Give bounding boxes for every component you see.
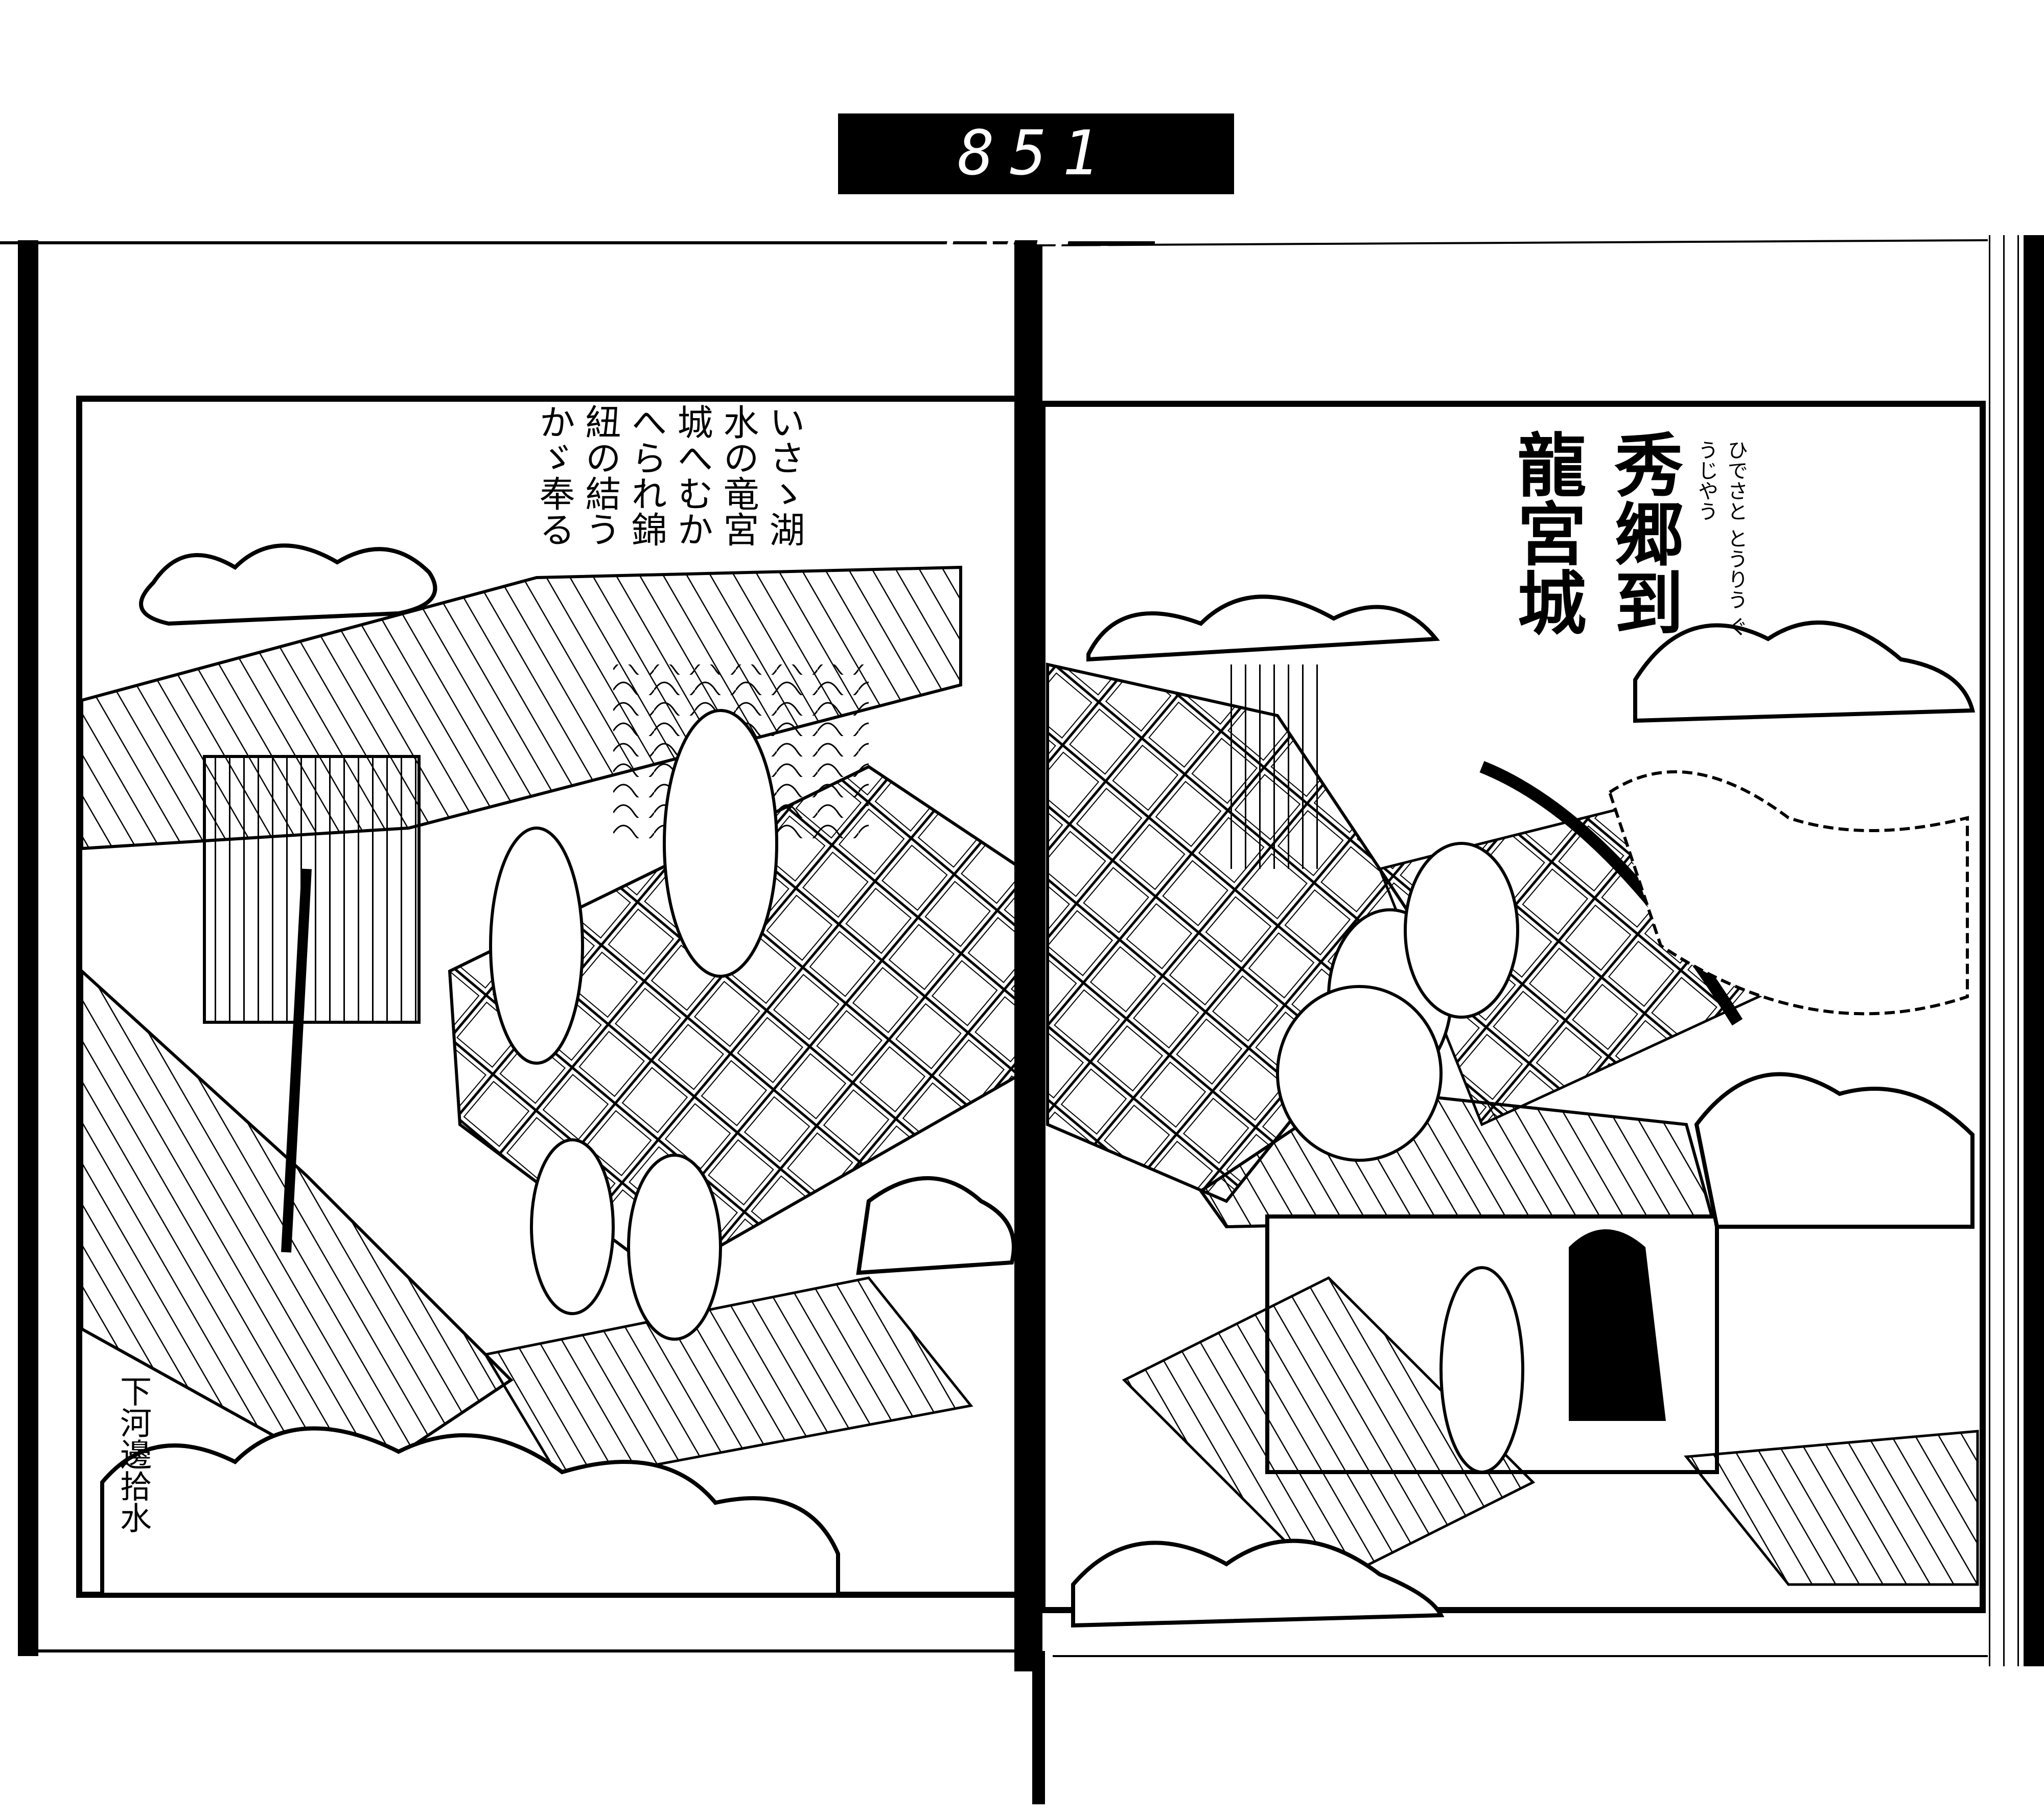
catalog-number-label: 851 104. — [838, 113, 1234, 270]
book-edges — [0, 235, 2044, 1804]
right-illustration — [1039, 401, 1986, 1628]
right-page-title: 秀郷到龍宮城 — [1505, 429, 1684, 636]
left-page-caption: いさゝ湖水の竜宮城へむかへられ錦紐の結うかゞ奉る — [533, 404, 805, 547]
title-ruby: ひでさと とうりう ぐうじやう — [1694, 440, 1748, 637]
artist-signature: 下河邊拾水 — [114, 1375, 152, 1533]
left-illustration — [76, 396, 1025, 1598]
